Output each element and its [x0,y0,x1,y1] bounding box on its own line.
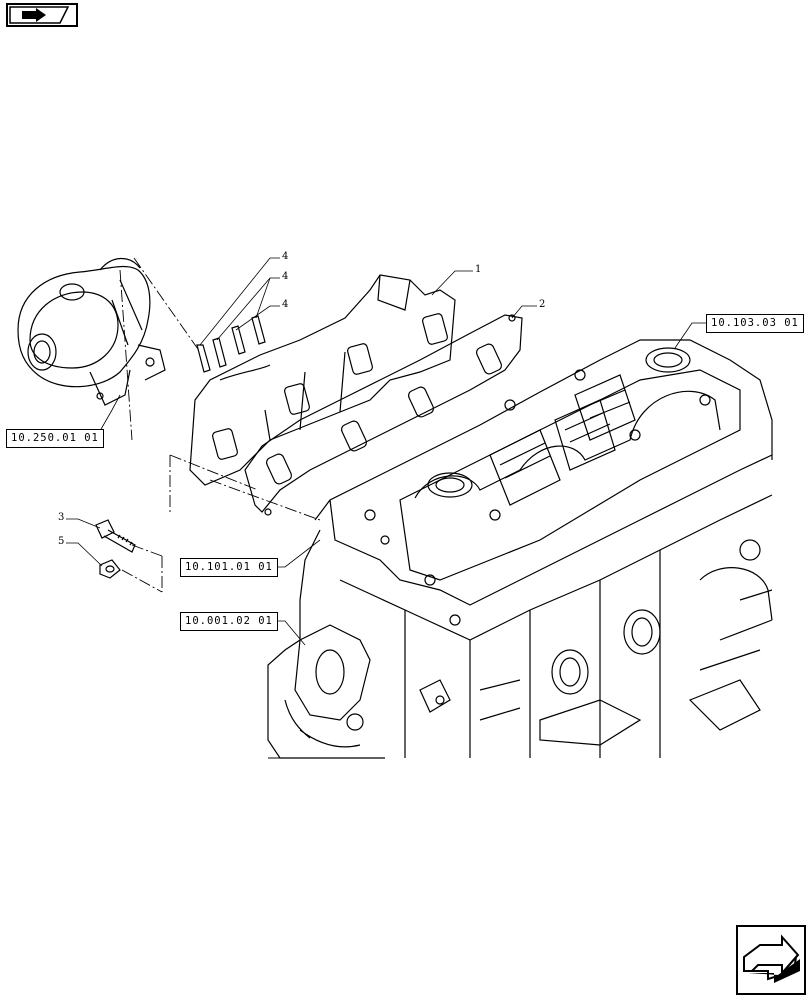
nut-drawing [99,559,121,579]
engine-block-reference-link[interactable]: 10.001.02 01 [180,612,278,631]
callout-gasket: 2 [539,299,546,310]
turbocharger-reference-link[interactable]: 10.250.01 01 [6,429,104,448]
previous-page-button[interactable] [6,3,78,27]
turbocharger-drawing [17,257,166,406]
callout-manifold: 1 [475,264,482,275]
cylinder-head-reference-link[interactable]: 10.101.01 01 [180,558,278,577]
prev-page-icon [9,6,70,24]
bolt-drawing [95,519,136,553]
leader-lines [66,257,708,646]
engine-block-drawing [267,339,773,759]
assembly-lines [119,257,321,593]
cylinder-head-cover-reference-link[interactable]: 10.103.03 01 [706,314,804,333]
next-page-button[interactable] [736,925,806,995]
callout-nut: 5 [58,536,65,547]
callout-stud-a: 4 [282,251,289,262]
callout-stud-c: 4 [282,299,289,310]
next-page-icon [743,934,800,983]
studs-drawing [196,315,266,373]
callout-stud-b: 4 [282,271,289,282]
exhaust-manifold-drawing [189,274,456,486]
callout-bolt: 3 [58,512,65,523]
manifold-gasket-drawing [244,314,523,516]
